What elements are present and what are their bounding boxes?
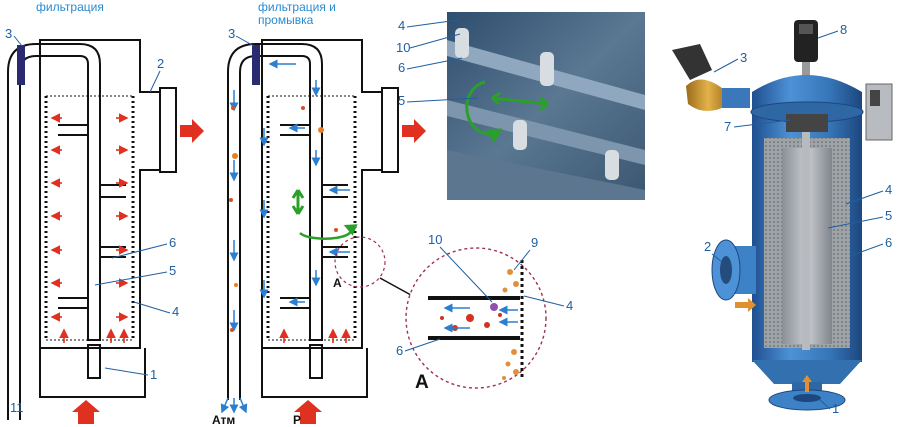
svg-text:1: 1 xyxy=(150,367,157,382)
green-updown-arrow-icon xyxy=(291,189,305,215)
svg-text:10: 10 xyxy=(428,232,442,247)
svg-text:8: 8 xyxy=(840,22,847,37)
photo-detail xyxy=(447,12,645,200)
middle-red-arrows xyxy=(279,328,351,343)
inlet-arrow-icon xyxy=(72,400,100,424)
svg-text:А: А xyxy=(415,372,429,393)
green-rotation-arrow-icon xyxy=(299,224,358,240)
header-filtration: фильтрация xyxy=(36,0,104,14)
zoom-marker-circle xyxy=(334,236,386,288)
svg-text:5: 5 xyxy=(885,208,892,223)
zoom-detail xyxy=(405,247,547,389)
inlet-arrow-icon-2 xyxy=(294,400,322,424)
svg-text:4: 4 xyxy=(566,298,573,313)
svg-text:4: 4 xyxy=(172,304,179,319)
middle-schematic xyxy=(227,39,399,400)
filter-3d-render xyxy=(672,20,893,411)
svg-text:1: 1 xyxy=(832,401,839,416)
valve-block-icon xyxy=(17,45,25,85)
header-filtration-and-flushing-line2: промывка xyxy=(258,13,314,27)
svg-text:11: 11 xyxy=(10,400,24,415)
svg-text:9: 9 xyxy=(531,235,538,250)
svg-text:3: 3 xyxy=(5,26,12,41)
svg-text:6: 6 xyxy=(398,60,405,75)
photo-labels: 4 10 6 5 xyxy=(396,18,479,108)
middle-flow-arrows xyxy=(220,59,350,414)
svg-text:5: 5 xyxy=(169,263,176,278)
svg-text:4: 4 xyxy=(885,182,892,197)
svg-text:10: 10 xyxy=(396,40,410,55)
svg-text:6: 6 xyxy=(885,235,892,250)
header-filtration-and-flushing-line1: фильтрация и xyxy=(258,0,336,14)
svg-text:5: 5 xyxy=(398,93,405,108)
svg-text:2: 2 xyxy=(157,56,164,71)
valve-block-icon-2 xyxy=(252,45,260,85)
left-labels: 3 2 6 5 4 1 11 xyxy=(5,26,179,415)
render-labels: 8 3 7 2 4 5 6 1 xyxy=(704,22,892,416)
middle-labels: 3 А Атм Р xyxy=(212,26,342,427)
svg-text:2: 2 xyxy=(704,239,711,254)
left-schematic xyxy=(7,39,177,420)
svg-text:Атм: Атм xyxy=(212,413,235,427)
outlet-arrow-icon-2 xyxy=(402,119,426,143)
zoom-labels: А 10 9 4 6 xyxy=(396,232,573,393)
svg-text:Р: Р xyxy=(293,413,301,427)
outlet-arrow-icon xyxy=(180,119,204,143)
svg-text:3: 3 xyxy=(740,50,747,65)
svg-text:4: 4 xyxy=(398,18,405,33)
svg-text:6: 6 xyxy=(169,235,176,250)
svg-text:7: 7 xyxy=(724,119,731,134)
left-flow-arrows xyxy=(50,113,129,343)
svg-text:3: 3 xyxy=(228,26,235,41)
debris-particles xyxy=(229,106,338,332)
svg-text:А: А xyxy=(333,276,342,290)
svg-text:6: 6 xyxy=(396,343,403,358)
